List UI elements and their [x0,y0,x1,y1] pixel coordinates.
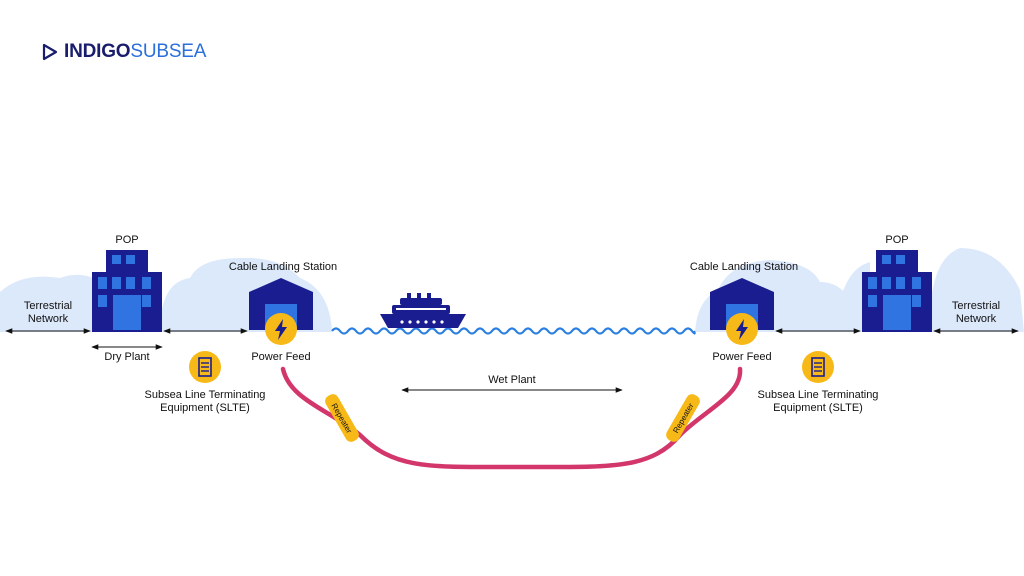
power-feed-label-left: Power Feed [251,351,310,363]
slte-label-left-line1: Subsea Line Terminating [145,389,266,401]
terrestrial-label-right-line1: Terrestrial [952,300,1000,312]
pop-building-icon-left [92,250,162,332]
terrestrial-label-left-line1: Terrestrial [24,300,72,312]
terrestrial-label-right-line2: Network [956,313,997,325]
slte-rack-icon [811,357,825,377]
lightning-bolt-icon [736,319,748,340]
dry-plant-label: Dry Plant [104,351,149,363]
slte-badge-right [802,351,834,383]
repeater-left: Repeater [325,394,359,442]
brand-logo: INDIGOSUBSEA [42,40,206,64]
power-feed-badge-right [726,313,758,345]
cls-label-left: Cable Landing Station [229,261,337,273]
ship-icon [380,293,466,328]
wet-plant-label: Wet Plant [488,374,536,386]
cls-label-right: Cable Landing Station [690,261,798,273]
slte-label-left-line2: Equipment (SLTE) [160,402,250,414]
pop-label-left: POP [115,234,138,246]
terrestrial-label-left-line2: Network [28,313,69,325]
brand-name-part1: INDIGO [64,41,131,62]
slte-rack-icon [198,357,212,377]
slte-label-right-line2: Equipment (SLTE) [773,402,863,414]
slte-badge-left [189,351,221,383]
pop-building-icon-right [862,250,932,332]
brand-name: INDIGOSUBSEA [64,40,206,64]
power-feed-label-right: Power Feed [712,351,771,363]
slte-label-right-line1: Subsea Line Terminating [758,389,879,401]
pop-label-right: POP [885,234,908,246]
sea-waves [331,327,696,335]
power-feed-badge-left [265,313,297,345]
brand-name-part2: SUBSEA [130,41,207,62]
logo-play-icon [42,43,58,61]
lightning-bolt-icon [275,319,287,340]
